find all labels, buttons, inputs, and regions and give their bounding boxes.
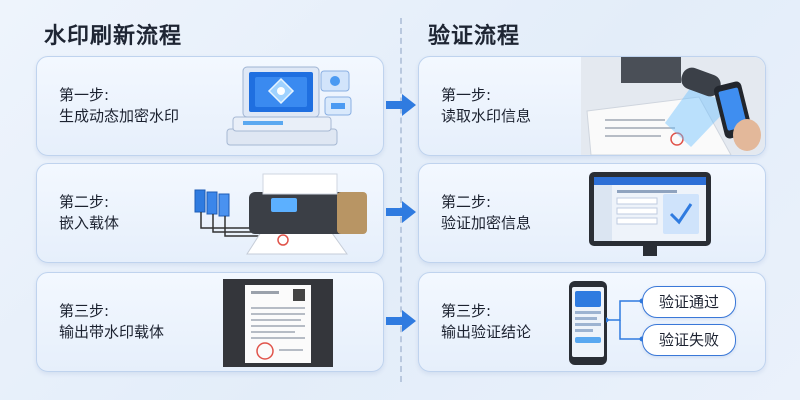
step-description: 读取水印信息 <box>441 107 532 125</box>
watermark-step-3-card: 第三步: 输出带水印载体 <box>36 272 384 372</box>
arrow-right-icon <box>386 201 416 223</box>
verify-step-1-card: 第一步: 读取水印信息 <box>418 56 766 156</box>
step-description: 生成动态加密水印 <box>59 107 180 125</box>
step-description: 输出带水印载体 <box>59 323 165 341</box>
step-label: 第二步: <box>441 193 492 211</box>
smartphone-icon <box>569 281 607 365</box>
verify-flow-title: 验证流程 <box>428 24 521 49</box>
watermarked-document-icon <box>223 279 333 367</box>
step-description: 输出验证结论 <box>441 323 532 341</box>
step-label: 第一步: <box>59 86 110 104</box>
watermark-step-2-text: 第二步: 嵌入载体 <box>59 192 119 234</box>
step-label: 第三步: <box>441 302 492 320</box>
watermark-step-1-text: 第一步: 生成动态加密水印 <box>59 85 179 127</box>
scanner-reading-icon <box>581 57 765 155</box>
result-connector <box>606 298 645 342</box>
step-description: 嵌入载体 <box>59 214 120 232</box>
watermark-step-2-card: 第二步: 嵌入载体 <box>36 163 384 263</box>
arrow-right-icon <box>386 310 416 332</box>
column-divider <box>400 18 402 382</box>
verify-step-2-card: 第二步: 验证加密信息 <box>418 163 766 263</box>
verify-step-3-text: 第三步: 输出验证结论 <box>441 301 531 343</box>
monitor-verification-icon <box>589 172 711 256</box>
verify-step-2-text: 第二步: 验证加密信息 <box>441 192 531 234</box>
step-label: 第二步: <box>59 193 110 211</box>
result-fail-badge: 验证失败 <box>642 324 736 356</box>
encryption-server-icon <box>226 66 352 146</box>
printer-embedding-icon <box>194 173 367 255</box>
watermark-step-3-text: 第三步: 输出带水印载体 <box>59 301 164 343</box>
step-description: 验证加密信息 <box>441 214 532 232</box>
arrow-right-icon <box>386 94 416 116</box>
result-pass-badge: 验证通过 <box>642 286 736 318</box>
verify-step-1-text: 第一步: 读取水印信息 <box>441 85 531 127</box>
watermark-step-1-card: 第一步: 生成动态加密水印 <box>36 56 384 156</box>
step-label: 第三步: <box>59 302 110 320</box>
step-label: 第一步: <box>441 86 492 104</box>
watermark-flow-title: 水印刷新流程 <box>44 24 183 49</box>
